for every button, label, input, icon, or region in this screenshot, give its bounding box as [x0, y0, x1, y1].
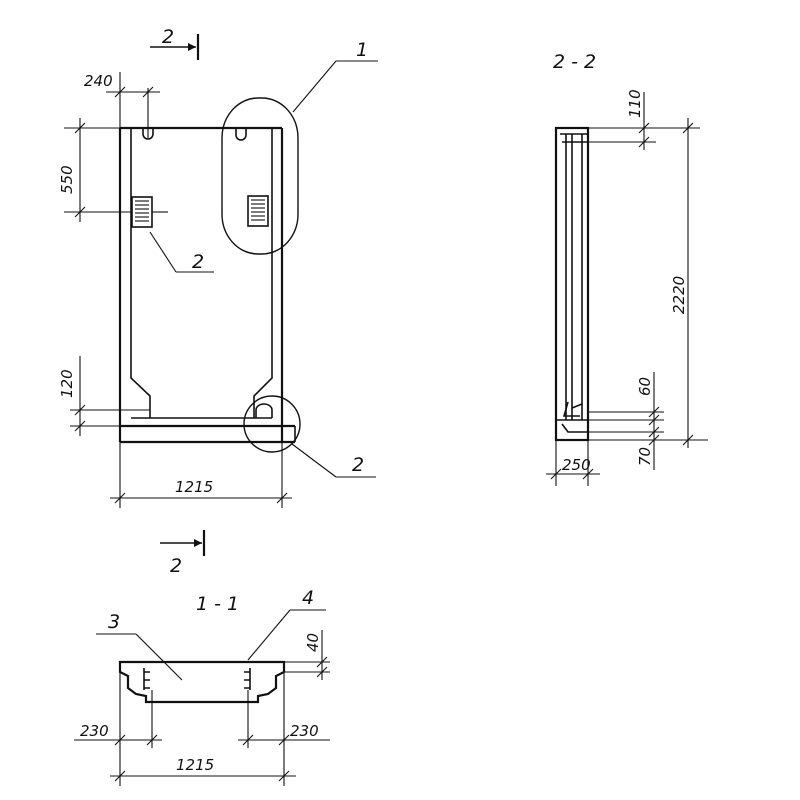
callout-1-label: 1	[356, 39, 368, 61]
section-2-2-title: 2 - 2	[553, 51, 596, 73]
dim-550-label: 550	[58, 165, 76, 194]
dim-230-right-label: 230	[290, 722, 319, 740]
section-marker-top: 2	[150, 26, 200, 60]
callout-4-label: 4	[302, 587, 314, 609]
dim-240: 240	[84, 72, 160, 128]
lifting-loop-right	[235, 128, 247, 141]
dim-120: 120	[58, 356, 150, 436]
section-marker-top-label: 2	[162, 26, 174, 48]
section-2-2-body	[554, 126, 590, 442]
dim-1215-bottom: 1215	[110, 672, 296, 786]
lifting-loop-left	[142, 88, 154, 140]
callout-4: 4	[247, 587, 326, 661]
dim-1215-bottom-label: 1215	[176, 756, 214, 774]
dim-230-left-label: 230	[80, 722, 109, 740]
dim-2220: 2220	[588, 118, 708, 448]
dim-1215-front-label: 1215	[175, 478, 213, 496]
section-marker-bottom-label: 2	[170, 555, 182, 577]
front-view: 2	[58, 26, 378, 577]
callout-2-right: 2	[243, 395, 376, 478]
callout-2-left-label: 2	[192, 251, 204, 273]
dim-110: 110	[588, 89, 700, 150]
dim-60: 60	[588, 372, 664, 428]
dim-60-label: 60	[636, 377, 654, 396]
dim-40: 40	[284, 630, 330, 680]
bottom-detail-right	[255, 403, 273, 418]
dim-110-label: 110	[626, 89, 644, 118]
callout-3-label: 3	[108, 611, 120, 633]
section-1-1: 1 - 1 3 4 40	[74, 587, 330, 786]
dim-230-left: 230	[74, 690, 162, 748]
dim-40-label: 40	[304, 633, 322, 652]
section-marker-bottom: 2	[160, 530, 206, 577]
embedded-plate-left	[131, 196, 168, 228]
dim-250-label: 250	[562, 456, 591, 474]
embedded-plate-right	[247, 195, 269, 227]
section-1-1-body	[118, 660, 286, 704]
callout-1: 1	[221, 39, 378, 255]
dim-250: 250	[546, 440, 600, 486]
dim-120-label: 120	[58, 369, 76, 398]
dim-240-label: 240	[84, 72, 113, 90]
callout-3: 3	[96, 611, 183, 681]
panel-outline	[118, 126, 296, 444]
section-2-2: 2 - 2 110 22	[546, 51, 708, 486]
dim-2220-label: 2220	[670, 276, 688, 314]
dim-70-label: 70	[636, 447, 654, 466]
callout-2-right-label: 2	[352, 454, 364, 476]
dim-70: 70	[588, 426, 664, 470]
dim-1215-front: 1215	[110, 442, 292, 508]
callout-2-left: 2	[149, 231, 214, 273]
section-1-1-title: 1 - 1	[196, 593, 239, 615]
dim-550: 550	[58, 118, 132, 222]
